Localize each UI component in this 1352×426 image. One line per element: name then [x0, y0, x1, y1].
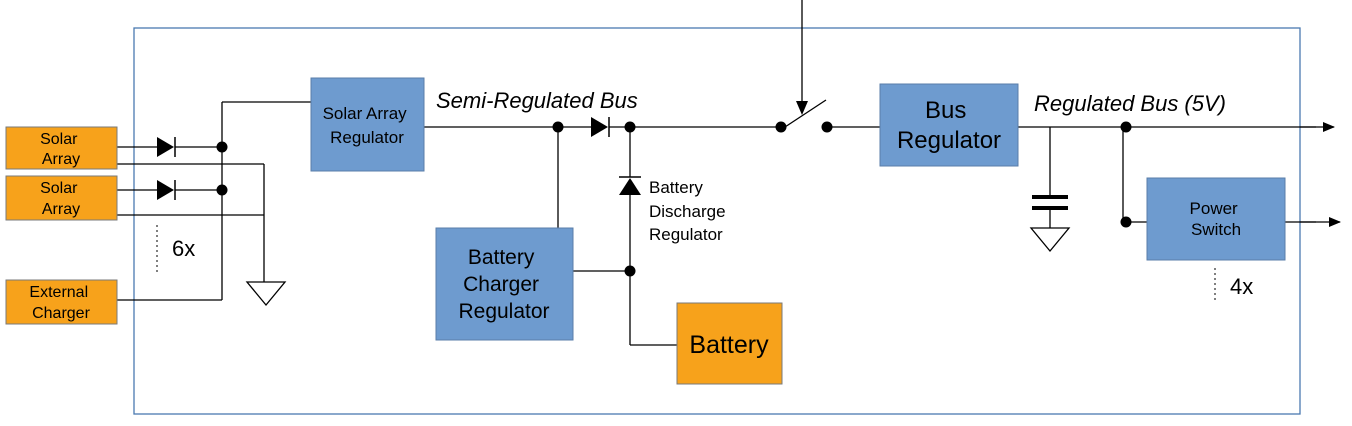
battery-charger-regulator-block: Battery Charger Regulator: [435, 227, 574, 341]
solar-array-2-line-2: Array: [42, 201, 80, 218]
bus-regulator-block: Bus Regulator: [879, 83, 1019, 167]
power-switch-line-1: Power: [1190, 199, 1239, 218]
ground-symbol-right: [1029, 227, 1071, 253]
switch-control-arrowhead: [796, 101, 808, 115]
battery-charger-regulator-line-3: Regulator: [458, 300, 549, 323]
regulated-bus-label: Regulated Bus (5V): [1034, 91, 1226, 116]
bus-regulator-line-2: Regulator: [897, 127, 1001, 154]
svg-text:Solar Array: Solar Array: [40, 131, 82, 168]
solar-array-regulator-line-2: Regulator: [330, 128, 404, 147]
solar-array-2-line-1: Solar: [40, 180, 78, 197]
power-switch-line-2: Switch: [1191, 220, 1241, 239]
solar-array-2-block: Solar Array: [5, 175, 118, 221]
battery-block: Battery: [676, 302, 783, 385]
battery-discharge-regulator-label: Battery Discharge Regulator: [649, 178, 730, 244]
battery-discharge-regulator-line-1: Battery: [649, 178, 703, 197]
wires: [117, 0, 1316, 346]
svg-text:Solar Array Regulator: Solar Array Regulator: [323, 104, 412, 147]
solar-array-regulator-line-1: Solar Array: [323, 104, 408, 123]
battery-charger-regulator-line-1: Battery: [468, 246, 535, 269]
svg-text:Solar Array: Solar Array: [40, 180, 82, 218]
system-frame: [133, 27, 1301, 415]
battery-discharge-regulator-line-2: Discharge: [649, 202, 726, 221]
external-charger-line-1: External: [29, 284, 88, 301]
solar-array-1-block: Solar Array: [5, 126, 118, 170]
svg-text:External Charger: External Charger: [29, 284, 92, 322]
solar-array-1-line-2: Array: [42, 151, 80, 168]
capacitor-symbol: [1032, 195, 1068, 210]
diode-semi-bus: [591, 117, 610, 137]
external-charger-line-2: Charger: [32, 305, 90, 322]
diode-solar-2: [157, 180, 176, 200]
solar-multiplier-label: 6x: [172, 236, 195, 261]
external-charger-block: External Charger: [5, 279, 118, 325]
bus-regulator-line-1: Bus: [925, 97, 966, 124]
semi-regulated-bus-label: Semi-Regulated Bus: [436, 88, 638, 113]
diode-solar-1: [157, 137, 176, 157]
svg-text:Power Switch: Power Switch: [1190, 199, 1243, 239]
svg-text:Bus Regulator: Bus Regulator: [897, 97, 1001, 154]
solar-array-1-line-1: Solar: [40, 131, 78, 148]
battery-label: Battery: [689, 331, 769, 359]
ground-symbol-left: [245, 281, 287, 307]
diode-battery-discharge: [619, 176, 641, 195]
junction-dots: [216, 121, 1132, 277]
battery-discharge-regulator-line-3: Regulator: [649, 225, 723, 244]
battery-charger-regulator-line-2: Charger: [463, 273, 539, 296]
power-switch-block: Power Switch: [1146, 177, 1286, 261]
solar-array-regulator-block: Solar Array Regulator: [310, 77, 425, 172]
switch-multiplier-label: 4x: [1230, 274, 1253, 299]
svg-text:Battery Charger Re: Battery Charger Regulator: [458, 246, 549, 323]
